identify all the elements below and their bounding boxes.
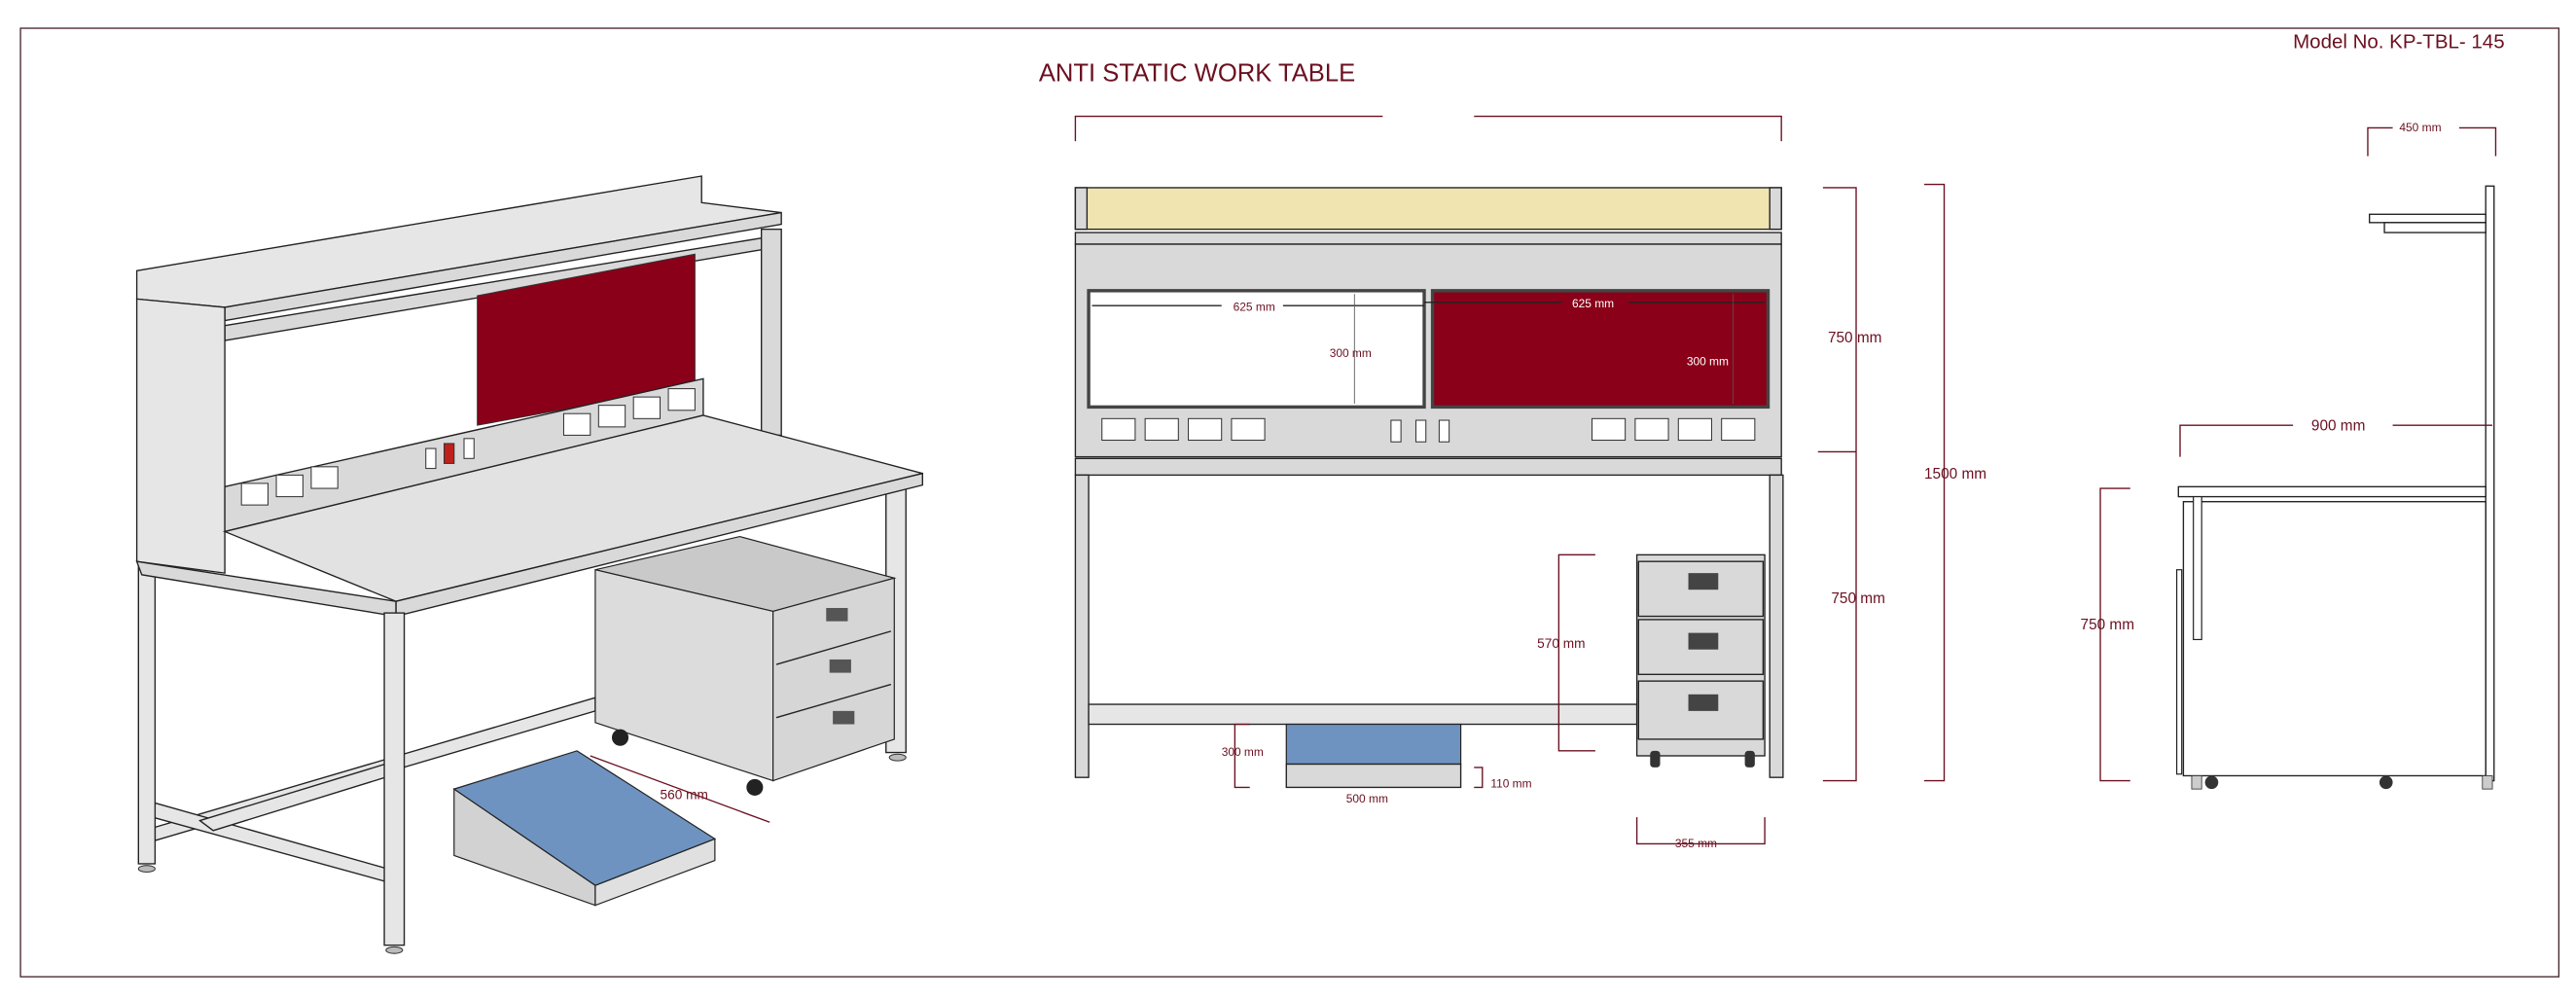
table-height: 750 mm xyxy=(2081,617,2134,633)
cross-rail xyxy=(198,760,397,832)
white-panel xyxy=(1087,289,1426,410)
sheet-border xyxy=(19,27,2560,978)
dimension-line xyxy=(590,755,770,823)
leg-right xyxy=(1769,474,1784,778)
socket-group-right xyxy=(562,388,696,436)
total-height: 1500 mm xyxy=(1924,466,1986,482)
shelf xyxy=(2368,213,2487,224)
left-panel-height: 300 mm xyxy=(1330,346,1372,360)
leg-left xyxy=(1074,474,1090,778)
caster-wheel xyxy=(611,729,629,746)
drawer-width: 355 mm xyxy=(1675,837,1717,850)
sockets xyxy=(1101,417,1756,443)
drawer-unit xyxy=(1635,554,1766,768)
drawer-handle xyxy=(829,659,851,673)
right-post xyxy=(760,228,782,437)
caster-wheel xyxy=(2379,775,2393,790)
shelf-depth: 450 mm xyxy=(2399,121,2441,134)
leg-front xyxy=(383,612,406,946)
left-panel-width: 625 mm xyxy=(1234,300,1275,313)
table-depth: 900 mm xyxy=(2311,417,2365,434)
page-title: ANTI STATIC WORK TABLE xyxy=(1039,60,1355,88)
footrest-base: 110 mm xyxy=(1490,776,1531,790)
top-shelf xyxy=(1074,187,1782,231)
model-number: Model No. KP-TBL- 145 xyxy=(2293,31,2504,54)
foot-front xyxy=(385,946,404,954)
red-panel xyxy=(1430,289,1771,410)
rear-post xyxy=(2485,185,2495,782)
footrest-width: 500 mm xyxy=(1346,792,1388,805)
worktop xyxy=(2177,485,2487,498)
foot-back xyxy=(888,753,907,762)
footrest xyxy=(1285,723,1462,766)
right-panel-width: 625 mm xyxy=(1572,297,1614,310)
lower-rail xyxy=(1088,703,1638,726)
front-view: 625 mm 300 mm 625 mm 300 mm 750 mm 750 m… xyxy=(1074,115,1986,850)
socket-group-left xyxy=(240,466,339,506)
drawer-handle xyxy=(826,607,848,622)
caster-wheel xyxy=(746,778,764,796)
isometric-view: 560 mm xyxy=(135,175,924,954)
worktop xyxy=(1074,457,1782,477)
footrest-depth-label: 560 mm xyxy=(661,787,708,802)
drawer-handle xyxy=(833,710,855,725)
lower-height: 750 mm xyxy=(1831,590,1884,607)
foot-left xyxy=(137,865,156,874)
cabinet xyxy=(2182,501,2487,777)
upper-height: 750 mm xyxy=(1828,330,1881,346)
left-side-panel xyxy=(135,298,226,574)
shelf-bar xyxy=(1074,232,1782,245)
right-panel-height: 300 mm xyxy=(1687,355,1729,369)
footrest-height: 300 mm xyxy=(1222,745,1264,759)
mobile-drawer-unit xyxy=(594,535,897,796)
leg-left xyxy=(137,563,157,865)
footrest xyxy=(452,750,717,907)
caster-wheel xyxy=(2204,775,2219,790)
side-view: 450 mm 900 mm 750 mm xyxy=(2081,121,2497,790)
switch-group xyxy=(425,438,475,470)
drawer-height: 570 mm xyxy=(1537,636,1585,651)
